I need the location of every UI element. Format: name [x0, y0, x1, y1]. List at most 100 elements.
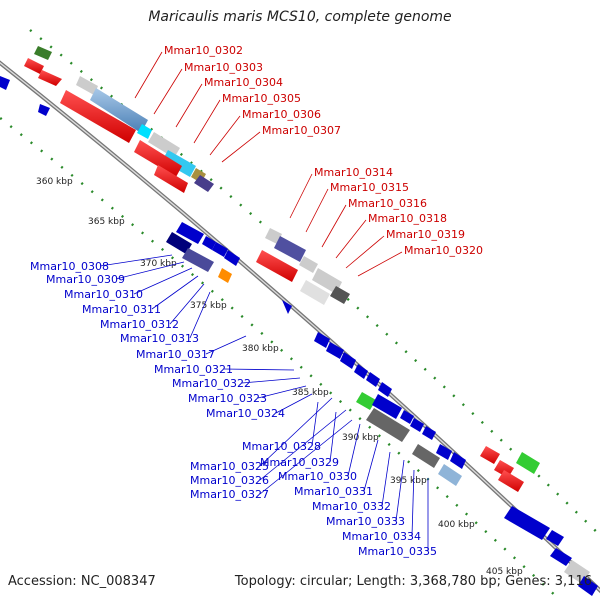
gene-feature[interactable]: [148, 132, 180, 158]
gene-label[interactable]: Mmar10_0317: [136, 348, 215, 361]
gene-feature[interactable]: [38, 104, 50, 116]
forward-cluster-2[interactable]: [256, 228, 350, 305]
gene-feature[interactable]: [299, 256, 318, 273]
gene-feature[interactable]: [182, 248, 214, 272]
gene-feature[interactable]: [312, 268, 342, 294]
gene-feature[interactable]: [410, 418, 424, 432]
gene-feature[interactable]: [24, 58, 44, 74]
gene-label[interactable]: Mmar10_0314: [314, 166, 393, 179]
gene-feature[interactable]: [274, 236, 306, 262]
gene-feature[interactable]: [38, 70, 62, 86]
gene-label[interactable]: Mmar10_0315: [330, 181, 409, 194]
gene-feature[interactable]: [340, 352, 356, 369]
gene-feature[interactable]: [166, 232, 192, 254]
gene-label[interactable]: Mmar10_0331: [294, 485, 373, 498]
gene-label[interactable]: Mmar10_0330: [278, 470, 357, 483]
gene-feature[interactable]: [550, 548, 572, 566]
gene-feature[interactable]: [282, 300, 292, 314]
gene-label[interactable]: Mmar10_0326: [190, 474, 269, 487]
gene-feature[interactable]: [372, 394, 402, 419]
gene-feature[interactable]: [378, 382, 392, 397]
gene-label[interactable]: Mmar10_0325: [190, 460, 269, 473]
gene-label[interactable]: Mmar10_0308: [30, 260, 109, 273]
gene-label[interactable]: Mmar10_0333: [326, 515, 405, 528]
gene-feature[interactable]: [578, 576, 598, 596]
gene-label[interactable]: Mmar10_0324: [206, 407, 285, 420]
gene-label[interactable]: Mmar10_0304: [204, 76, 283, 89]
gene-feature[interactable]: [498, 470, 524, 492]
reverse-cluster-1[interactable]: [0, 76, 598, 596]
gene-label[interactable]: Mmar10_0329: [260, 456, 339, 469]
leader-line: [275, 393, 313, 414]
gene-feature[interactable]: [212, 242, 228, 257]
tick-label: 370 kbp: [140, 259, 177, 269]
gene-label[interactable]: Mmar10_0327: [190, 488, 269, 501]
gene-label[interactable]: Mmar10_0310: [64, 288, 143, 301]
gene-label[interactable]: Mmar10_0335: [358, 545, 437, 558]
gene-feature[interactable]: [438, 464, 462, 486]
leader-line: [115, 261, 185, 280]
gene-feature[interactable]: [516, 452, 540, 474]
gene-feature[interactable]: [330, 286, 350, 304]
gene-feature[interactable]: [60, 90, 136, 143]
gene-label[interactable]: Mmar10_0319: [386, 228, 465, 241]
gene-label[interactable]: Mmar10_0334: [342, 530, 421, 543]
forward-cluster-1[interactable]: [24, 46, 214, 193]
gene-feature[interactable]: [0, 76, 10, 90]
gene-feature[interactable]: [354, 364, 368, 379]
gene-label[interactable]: Mmar10_0307: [262, 124, 341, 137]
gene-feature[interactable]: [314, 332, 330, 348]
gene-feature[interactable]: [224, 250, 240, 266]
gene-feature[interactable]: [162, 150, 196, 177]
gene-feature[interactable]: [265, 228, 282, 244]
gene-label[interactable]: Mmar10_0328: [242, 440, 321, 453]
gene-feature[interactable]: [366, 408, 410, 442]
gene-feature[interactable]: [412, 444, 440, 468]
gene-label[interactable]: Mmar10_0312: [100, 318, 179, 331]
gene-feature[interactable]: [256, 250, 298, 282]
gene-label[interactable]: Mmar10_0332: [312, 500, 391, 513]
gene-label[interactable]: Mmar10_0306: [242, 108, 321, 121]
gene-label[interactable]: Mmar10_0316: [348, 197, 427, 210]
gene-label[interactable]: Mmar10_0305: [222, 92, 301, 105]
gene-feature[interactable]: [300, 280, 330, 305]
gene-feature[interactable]: [134, 140, 182, 177]
leader-line: [363, 439, 379, 492]
gene-feature[interactable]: [400, 410, 414, 424]
leader-line: [133, 267, 193, 295]
gene-feature[interactable]: [366, 372, 380, 387]
gene-label[interactable]: Mmar10_0323: [188, 392, 267, 405]
gene-label[interactable]: Mmar10_0320: [404, 244, 483, 257]
gene-feature[interactable]: [137, 124, 152, 139]
gene-label[interactable]: Mmar10_0309: [46, 273, 125, 286]
gene-feature[interactable]: [356, 392, 376, 410]
gene-label[interactable]: Mmar10_0313: [120, 332, 199, 345]
gene-feature[interactable]: [326, 342, 344, 359]
gene-feature[interactable]: [154, 165, 188, 193]
gene-feature[interactable]: [76, 76, 98, 95]
gene-feature[interactable]: [34, 46, 52, 60]
leader-line: [345, 235, 385, 269]
gene-feature[interactable]: [202, 236, 216, 250]
gene-feature[interactable]: [218, 268, 232, 283]
gene-label[interactable]: Mmar10_0318: [368, 212, 447, 225]
leader-line: [395, 459, 405, 522]
gene-feature[interactable]: [480, 446, 500, 464]
leader-line: [134, 51, 163, 99]
gene-feature[interactable]: [436, 444, 452, 460]
gene-label[interactable]: Mmar10_0311: [82, 303, 161, 316]
gene-feature[interactable]: [504, 506, 550, 540]
leader-line: [289, 173, 313, 219]
tick-label: 390 kbp: [342, 433, 379, 443]
gene-label[interactable]: Mmar10_0302: [164, 44, 243, 57]
gene-label[interactable]: Mmar10_0303: [184, 61, 263, 74]
gene-label[interactable]: Mmar10_0322: [172, 377, 251, 390]
gene-feature[interactable]: [90, 88, 148, 133]
gene-feature[interactable]: [194, 175, 214, 192]
gene-feature[interactable]: [546, 530, 564, 546]
gene-feature[interactable]: [176, 222, 204, 244]
gene-feature[interactable]: [422, 426, 436, 440]
gene-feature[interactable]: [450, 452, 466, 469]
gene-label[interactable]: Mmar10_0321: [154, 363, 233, 376]
